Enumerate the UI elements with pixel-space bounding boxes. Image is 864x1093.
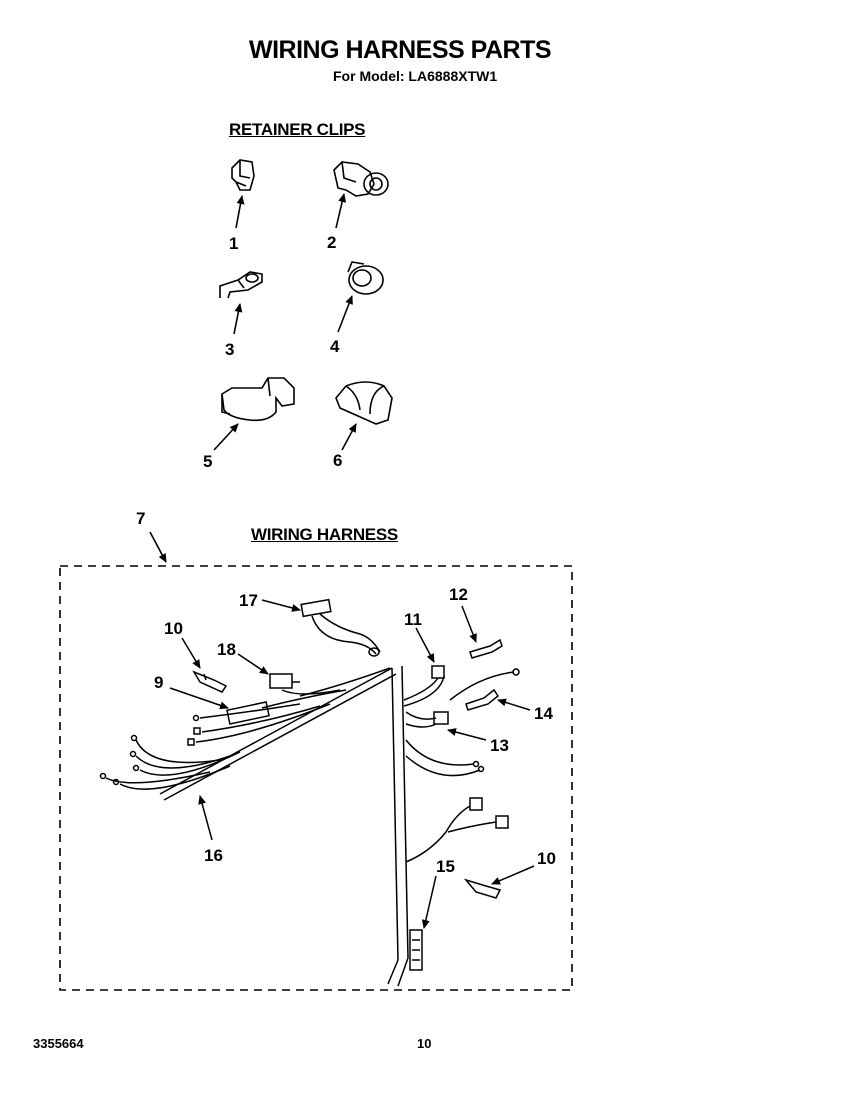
retainer-clips-heading: RETAINER CLIPS (229, 120, 366, 139)
callout-4: 4 (330, 337, 340, 356)
callout-7-arrow (149, 531, 167, 563)
callout-11: 11 (404, 610, 422, 629)
callout-15: 15 (436, 857, 455, 876)
callout-2: 2 (327, 233, 336, 252)
callout-17: 17 (239, 591, 258, 610)
clip-1-drawing (231, 159, 255, 191)
harness-dashed-boundary (59, 565, 573, 991)
callout-10b: 10 (537, 849, 556, 868)
clip-2-arrow (335, 193, 347, 229)
clip-3-arrow (233, 303, 243, 335)
clip-3-drawing (219, 271, 263, 299)
page-number: 10 (417, 1036, 432, 1051)
callout-14: 14 (534, 704, 553, 723)
clip-1-arrow (235, 195, 245, 229)
clip-6-arrow (341, 423, 357, 451)
clip-4-drawing (347, 261, 384, 295)
callout-3: 3 (225, 340, 234, 359)
clip-5-arrow (213, 423, 239, 451)
model-subtitle: For Model: LA6888XTW1 (333, 68, 498, 84)
callout-13: 13 (490, 736, 509, 755)
clip-6-drawing (335, 381, 393, 425)
callout-9: 9 (154, 673, 163, 692)
clip-4-arrow (337, 295, 353, 333)
callout-6: 6 (333, 451, 342, 470)
harness-drawing (99, 598, 520, 987)
callout-18: 18 (217, 640, 236, 659)
callout-7: 7 (136, 509, 145, 528)
clip-2-drawing (333, 161, 389, 197)
callout-5: 5 (203, 452, 212, 471)
clip-5-drawing (221, 377, 295, 422)
callout-12: 12 (449, 585, 468, 604)
page-title: WIRING HARNESS PARTS (248, 36, 552, 64)
callout-1: 1 (229, 234, 238, 253)
callout-10a: 10 (164, 619, 183, 638)
part-number: 3355664 (33, 1036, 84, 1051)
wiring-harness-heading: WIRING HARNESS (251, 525, 398, 544)
callout-16: 16 (204, 846, 223, 865)
harness-callout-arrows (169, 599, 535, 929)
